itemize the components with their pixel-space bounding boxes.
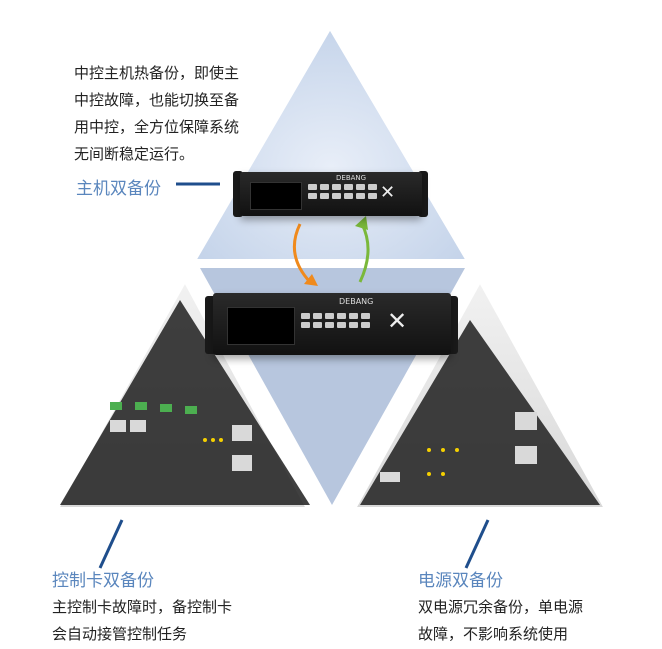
power-description: 双电源冗余备份，单电源 故障，不影响系统使用: [418, 594, 583, 648]
desc-line: 故障，不影响系统使用: [418, 625, 569, 643]
backup-host-device: DEBANG ✕: [240, 172, 422, 216]
card-connector-line: [98, 519, 124, 569]
desc-line: 会自动接管控制任务: [52, 625, 188, 643]
device-brand: DEBANG: [339, 297, 374, 306]
power-title: 电源双备份: [418, 571, 503, 591]
desc-line: 中控主机热备份，即使主: [74, 64, 240, 82]
power-supply-image: [360, 320, 600, 505]
switch-arrow-orange: [292, 223, 312, 284]
host-description: 中控主机热备份，即使主 中控故障，也能切换至备 用中控，全方位保障系统 无间断稳…: [74, 60, 239, 168]
card-description: 主控制卡故障时，备控制卡 会自动接管控制任务: [52, 594, 232, 648]
main-host-device: DEBANG ✕: [213, 293, 451, 355]
desc-line: 无间断稳定运行。: [74, 145, 195, 163]
card-title: 控制卡双备份: [52, 571, 154, 591]
power-connector-line: [464, 519, 490, 569]
device-brand: DEBANG: [336, 174, 367, 182]
desc-line: 用中控，全方位保障系统: [74, 118, 240, 136]
desc-line: 主控制卡故障时，备控制卡: [52, 598, 233, 616]
control-card-image: [60, 300, 310, 505]
desc-line: 双电源冗余备份，单电源: [418, 598, 584, 616]
desc-line: 中控故障，也能切换至备: [74, 91, 240, 109]
host-title: 主机双备份: [76, 179, 161, 199]
